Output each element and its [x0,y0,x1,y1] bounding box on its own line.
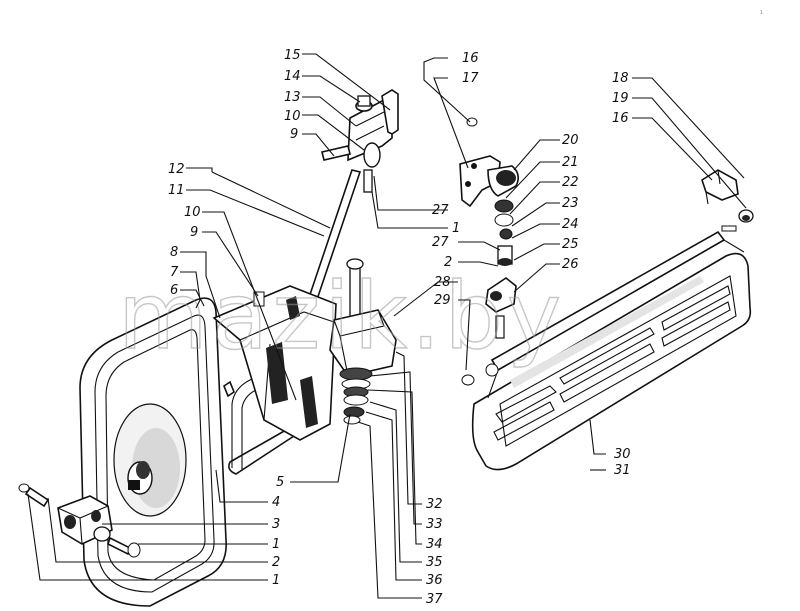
mirror-assembly [79,297,227,607]
callout-14: 14 [284,69,301,84]
callout-27: 27 [432,203,449,218]
callout-24: 24 [562,217,579,232]
callout-10: 10 [184,205,201,220]
callout-16: 16 [612,111,629,126]
callout-19: 19 [612,91,629,106]
visor-clip [701,169,754,232]
watermark: mazik.by [118,263,565,370]
callout-33: 33 [426,517,443,532]
bracket-small-parts [459,117,520,339]
pivot-stack [223,258,397,425]
visor-shading [510,276,704,388]
callout-8: 8 [170,245,178,260]
callout-36: 36 [426,573,443,588]
visor-ribs [493,275,737,447]
callout-26: 26 [562,257,579,272]
visor-body [471,252,752,471]
callout-15: 15 [284,48,301,63]
callout-20: 20 [562,133,579,148]
callout-1: 1 [272,537,280,552]
callout-21: 21 [562,155,579,170]
callout-29: 29 [434,293,451,308]
callout-4: 4 [272,495,280,510]
callout-27: 27 [432,235,449,250]
callout-16: 16 [462,51,479,66]
callout-18: 18 [612,71,629,86]
bracket-shading [266,296,318,428]
callout-9: 9 [290,127,298,142]
callout-13: 13 [284,90,301,105]
callout-32: 32 [426,497,443,512]
mount-bracket-assembly [212,89,399,475]
callout-37: 37 [426,592,443,607]
hinge-pin [363,142,381,168]
mirror-frame-inner [94,314,215,593]
callout-23: 23 [562,196,579,211]
callout-11: 11 [168,183,185,198]
callout-5: 5 [276,475,284,490]
callout-7: 7 [170,265,179,280]
corner-mark: 1 [760,10,763,16]
upper-hinge [321,89,399,193]
callout-1: 1 [272,573,280,588]
callout-31: 31 [614,463,631,478]
callout-1: 1 [452,221,460,236]
callout-9: 9 [190,225,198,240]
callout-22: 22 [562,175,579,190]
callout-28: 28 [434,275,451,290]
sun-visor [461,169,754,471]
callout-35: 35 [426,555,443,570]
callout-2: 2 [272,555,280,570]
callout-2: 2 [444,255,452,270]
callout-3: 3 [272,517,280,532]
leader-lines [27,53,747,599]
mirror-mount-boss [127,461,153,495]
callout-10: 10 [284,109,301,124]
callout-labels: 15 14 13 10 9 12 11 10 9 8 7 6 16 17 20 … [168,48,631,607]
clamp-block [18,483,141,558]
callout-12: 12 [168,162,185,177]
callout-6: 6 [170,283,178,298]
callout-34: 34 [426,537,443,552]
callout-17: 17 [462,71,479,86]
swing-arm-loop [231,355,301,468]
mirror-frame-inner-2 [105,329,206,581]
callout-30: 30 [614,447,631,462]
callout-25: 25 [562,237,579,252]
